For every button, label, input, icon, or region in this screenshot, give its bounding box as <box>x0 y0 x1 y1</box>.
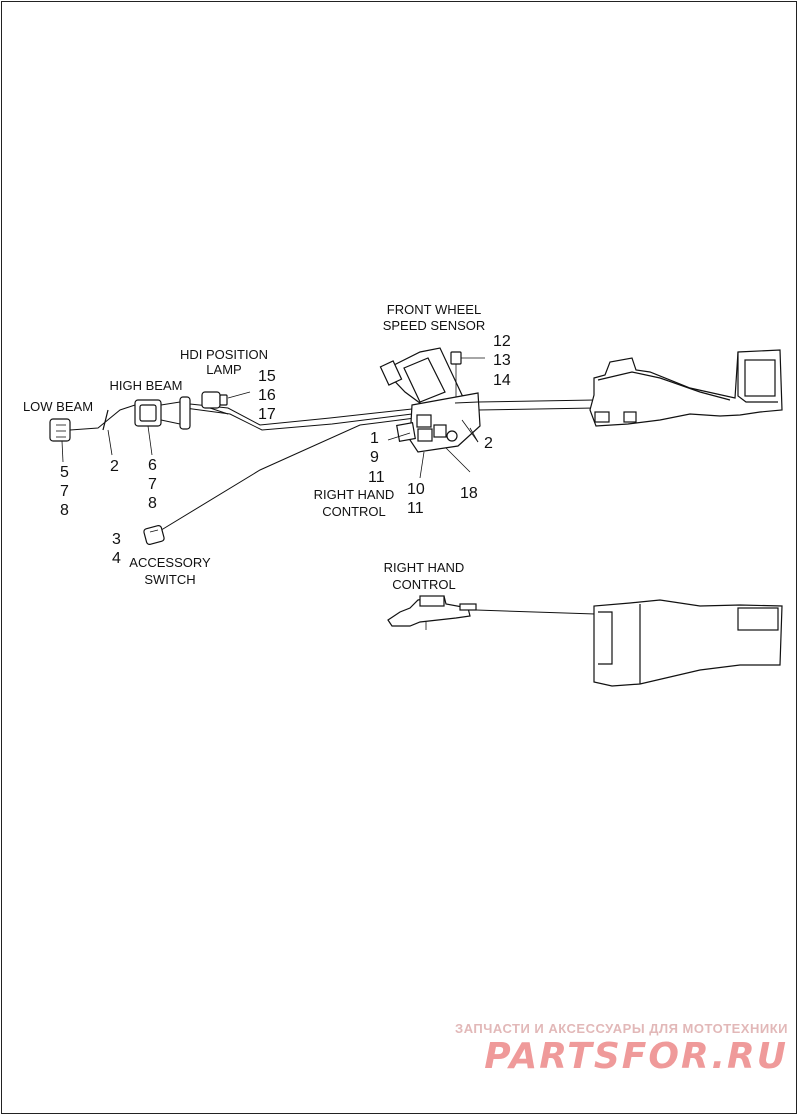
accessory-switch-connector <box>143 525 165 545</box>
low-beam-label: LOW BEAM <box>23 399 93 414</box>
right-hand-control-lower-label-line2: CONTROL <box>392 577 456 592</box>
front-wheel-speed-sensor-label-line1: FRONT WHEEL <box>387 302 481 317</box>
callout-15: 15 <box>258 368 276 385</box>
right-hand-control-label-line1: RIGHT HAND <box>314 487 395 502</box>
front-wheel-speed-sensor-label-line2: SPEED SENSOR <box>383 318 486 333</box>
low-beam-wire <box>69 404 136 431</box>
accessory-switch-label-line2: SWITCH <box>144 572 195 587</box>
low-beam-connector <box>49 418 71 442</box>
watermark-tagline: ЗАПЧАСТИ И АКСЕССУАРЫ ДЛЯ МОТОТЕХНИКИ <box>455 1021 788 1036</box>
callout-11-bottom: 11 <box>407 500 424 517</box>
callout-12: 12 <box>493 333 511 350</box>
right-hand-control-lower-label-line1: RIGHT HAND <box>384 560 465 575</box>
handlebar-wire-2 <box>477 407 596 411</box>
callout-1: 1 <box>370 430 379 447</box>
callout-17: 17 <box>258 406 276 423</box>
callout-8-high: 8 <box>148 495 157 512</box>
callout-16: 16 <box>258 387 276 404</box>
right-hand-control-switch <box>387 595 477 630</box>
watermark-brand: PARTSFOR.RU <box>484 1036 788 1077</box>
right-hand-control-connectors <box>396 392 481 453</box>
hdi-position-lamp-label-line2: LAMP <box>206 362 241 377</box>
handlebar-wire <box>477 399 596 403</box>
callout-18: 18 <box>460 485 478 502</box>
lower-control-wire <box>475 609 596 615</box>
accessory-switch-wire <box>157 417 416 533</box>
accessory-switch-label-line1: ACCESSORY <box>129 555 211 570</box>
callout-6: 6 <box>148 457 157 474</box>
callout-10: 10 <box>407 481 425 498</box>
high-beam-label: HIGH BEAM <box>110 378 183 393</box>
speed-sensor-assembly <box>379 347 472 413</box>
callout-9: 9 <box>370 449 379 466</box>
upper-leader-lines <box>61 357 485 479</box>
callout-13: 13 <box>493 352 511 369</box>
callout-4: 4 <box>112 550 121 567</box>
callout-8-low: 8 <box>60 502 69 519</box>
hdi-position-lamp-label-line1: HDI POSITION <box>180 347 268 362</box>
callout-11-left: 11 <box>368 469 385 486</box>
callout-7-high: 7 <box>148 476 157 493</box>
callout-14: 14 <box>493 372 511 389</box>
callout-3: 3 <box>112 531 121 548</box>
callout-7-low: 7 <box>60 483 69 500</box>
callout-5: 5 <box>60 464 69 481</box>
handlebar-upper <box>589 349 783 427</box>
main-harness-wire-2 <box>184 407 413 431</box>
right-hand-control-label-line2: CONTROL <box>322 504 386 519</box>
callout-2-control: 2 <box>484 435 493 452</box>
callout-2-high: 2 <box>110 458 119 475</box>
hdi-lamp-connector <box>201 391 229 415</box>
handlebar-lower <box>593 599 783 687</box>
